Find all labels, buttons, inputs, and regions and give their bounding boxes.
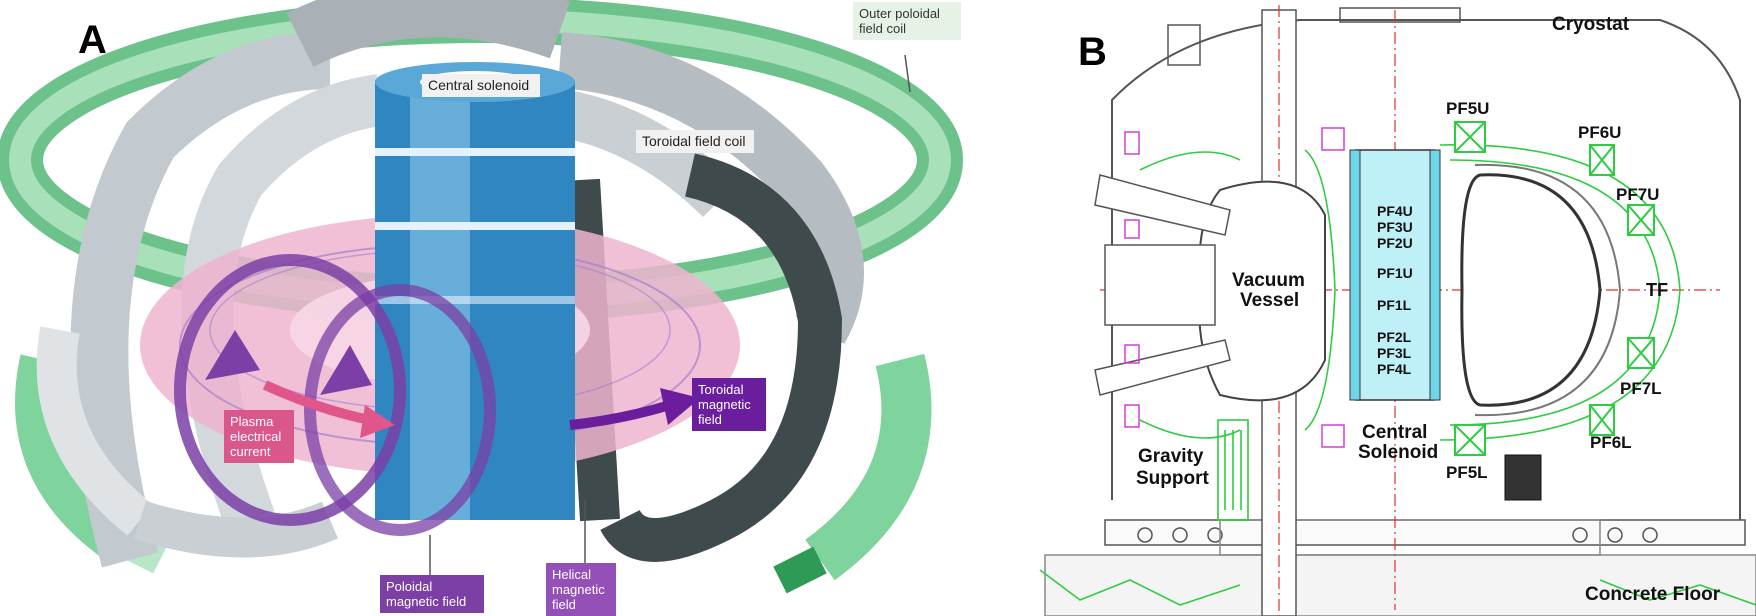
poloidal-magnetic-field-label: Poloidal magnetic field <box>380 575 484 613</box>
gravity-support-label-2: Support <box>1136 468 1209 489</box>
poloidal-field-loops <box>174 254 496 536</box>
toroidal-field-coil-label: Toroidal field coil <box>636 130 754 153</box>
tf-coil-inner <box>1460 173 1602 407</box>
cs-module-label: PF1L <box>1377 297 1412 313</box>
pf5l-label: PF5L <box>1446 463 1488 482</box>
leader-outer-poloidal <box>904 54 911 93</box>
top-port <box>1167 24 1201 66</box>
concrete-floor-slab <box>1044 554 1756 616</box>
top-lid <box>1339 7 1461 23</box>
pf5l-support <box>1504 454 1542 501</box>
pf5u-label: PF5U <box>1446 99 1489 118</box>
tf-coil-outer <box>1474 163 1622 417</box>
pf7l-label: PF7L <box>1620 379 1662 398</box>
cs-module-label: PF2L <box>1377 329 1412 345</box>
cs-module-label: PF4L <box>1377 361 1412 377</box>
cs-module-label: PF2U <box>1377 235 1413 251</box>
cs-module-label: PF3U <box>1377 219 1413 235</box>
central-solenoid-stack <box>1349 149 1441 401</box>
central-solenoid-label-2: Solenoid <box>1358 442 1438 463</box>
toroidal-field-arrow <box>569 388 700 430</box>
pf7u-label: PF7U <box>1616 185 1659 204</box>
cs-module-label: PF1U <box>1377 265 1413 281</box>
plasma-current-label: Plasma electrical current <box>224 410 294 463</box>
cs-module-label: PF3L <box>1377 345 1412 361</box>
pf6u-label: PF6U <box>1578 123 1621 142</box>
vacuum-vessel-label-2: Vessel <box>1240 290 1299 311</box>
concrete-floor-label: Concrete Floor <box>1585 584 1721 605</box>
pf-coil-boxes <box>1454 121 1655 456</box>
vacuum-vessel-label-1: Vacuum <box>1232 270 1305 291</box>
central-solenoid-label-1: Central <box>1362 422 1427 443</box>
helical-magnetic-field-label: Helical magnetic field <box>546 563 616 616</box>
panel-a-illustration <box>0 0 963 594</box>
gravity-support-label-1: Gravity <box>1138 446 1204 467</box>
outer-poloidal-coil-label: Outer poloidal field coil <box>853 2 961 40</box>
toroidal-magnetic-field-label: Toroidal magnetic field <box>692 378 766 431</box>
central-solenoid-label: Central solenoid <box>422 74 540 97</box>
green-coil-structures <box>1039 144 1756 606</box>
pf6l-label: PF6L <box>1590 433 1632 452</box>
cs-module-label: PF4U <box>1377 203 1413 219</box>
panel-b-letter: B <box>1078 30 1107 74</box>
floor-pedestal <box>1219 519 1601 556</box>
tf-label: TF <box>1646 280 1668 300</box>
panel-a-letter: A <box>78 18 107 62</box>
vessel-ports <box>1094 174 1231 396</box>
cryostat-label: Cryostat <box>1552 14 1630 35</box>
panel-b-schematic <box>1039 5 1756 616</box>
gravity-support <box>1217 419 1249 521</box>
base-bolts <box>1137 527 1658 543</box>
magenta-markers <box>1124 127 1345 448</box>
cryostat-outline <box>1111 19 1741 520</box>
plasma-current-arrow <box>262 380 395 438</box>
